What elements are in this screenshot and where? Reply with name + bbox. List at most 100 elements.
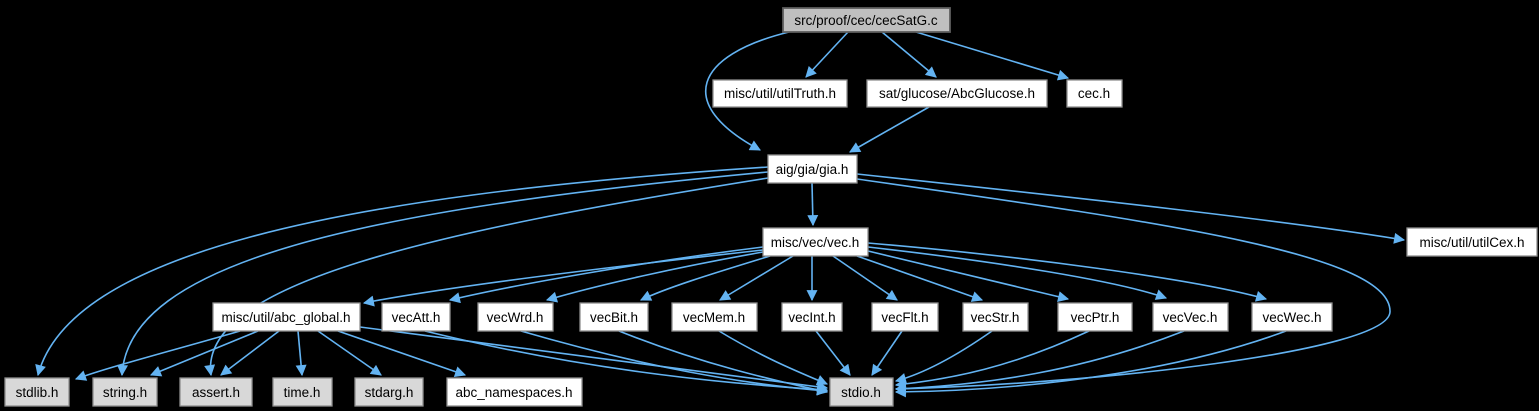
node-abcglobal[interactable]: misc/util/abc_global.h <box>212 302 361 332</box>
node-time-box <box>272 377 333 407</box>
node-vecwrd-label: vecWrd.h <box>487 310 544 325</box>
edge-vecflt-stdio <box>871 330 903 376</box>
node-cec[interactable]: cec.h <box>1066 79 1123 108</box>
node-vecwrd-box[interactable] <box>477 302 554 332</box>
edge-abcglobal-abcns <box>337 330 467 377</box>
node-vecatt[interactable]: vecAtt.h <box>381 302 451 332</box>
node-vecint[interactable]: vecInt.h <box>781 302 843 332</box>
node-stdio-box <box>829 377 894 407</box>
node-vecbit-box[interactable] <box>579 302 649 332</box>
node-vecbit[interactable]: vecBit.h <box>579 302 649 332</box>
edge-vec-vecatt <box>448 246 764 304</box>
node-vecwec[interactable]: vecWec.h <box>1251 302 1333 332</box>
edge-abcglobal-time <box>295 330 307 377</box>
node-stdarg-label: stdarg.h <box>365 385 414 400</box>
edge-abcglucose-gia <box>849 106 930 153</box>
edge-vec-vecvec <box>867 246 1168 300</box>
node-stdarg: stdarg.h <box>354 377 424 407</box>
node-abcglucose-label: sat/glucose/AbcGlucose.h <box>879 86 1035 101</box>
edge-gia-utilcex <box>856 173 1406 244</box>
node-utilcex-box[interactable] <box>1406 227 1538 257</box>
node-vecint-label: vecInt.h <box>788 310 835 325</box>
node-abcglobal-box[interactable] <box>212 302 361 332</box>
node-vecflt-label: vecFlt.h <box>881 310 928 325</box>
node-vec[interactable]: misc/vec/vec.h <box>762 227 869 257</box>
edge-abcglobal-stdarg <box>317 330 382 376</box>
node-cecsatg-box <box>782 7 951 33</box>
node-assert: assert.h <box>179 377 253 407</box>
node-vecwrd[interactable]: vecWrd.h <box>477 302 554 332</box>
node-cecsatg-label: src/proof/cec/cecSatG.c <box>794 13 938 28</box>
node-string-label: string.h <box>103 385 147 400</box>
node-stdarg-box <box>354 377 424 407</box>
edge-vecvec-stdio <box>894 330 1185 395</box>
node-vecmem-label: vecMem.h <box>683 310 745 325</box>
node-vecptr-box[interactable] <box>1057 302 1133 332</box>
node-vecflt-box[interactable] <box>871 302 939 332</box>
edge-vec-vecstr <box>856 255 984 302</box>
node-vecatt-label: vecAtt.h <box>392 310 441 325</box>
node-gia-box[interactable] <box>767 154 858 184</box>
edge-cecsatg-cec <box>915 31 1070 81</box>
node-vec-label: misc/vec/vec.h <box>771 235 860 250</box>
node-assert-label: assert.h <box>192 385 240 400</box>
node-vecvec[interactable]: vecVec.h <box>1152 302 1229 332</box>
node-vecstr-box[interactable] <box>962 302 1029 332</box>
edge-vecstr-stdio <box>894 330 993 384</box>
node-utiltruth-label: misc/util/utilTruth.h <box>724 86 836 101</box>
edge-abcglobal-string <box>149 330 259 377</box>
edge-vec-vecwrd <box>545 251 764 303</box>
node-abcglucose[interactable]: sat/glucose/AbcGlucose.h <box>866 79 1048 108</box>
node-utilcex-label: misc/util/utilCex.h <box>1419 235 1524 250</box>
edge-abcglobal-stdlib <box>74 330 241 381</box>
node-abcglucose-box[interactable] <box>866 79 1048 108</box>
edge-vecptr-stdio <box>894 330 1090 390</box>
node-utilcex[interactable]: misc/util/utilCex.h <box>1406 227 1538 257</box>
edge-layer <box>35 31 1406 398</box>
node-vecmem-box[interactable] <box>671 302 758 332</box>
edge-abcglobal-stdio <box>359 326 829 393</box>
node-time-label: time.h <box>284 385 321 400</box>
node-abcns[interactable]: abc_namespaces.h <box>446 377 583 407</box>
node-stdlib-box <box>4 377 70 407</box>
edge-abcglobal-assert <box>220 330 280 376</box>
node-utiltruth-box[interactable] <box>712 79 848 108</box>
edge-vec-abcglobal <box>362 249 764 307</box>
node-vec-box[interactable] <box>762 227 869 257</box>
edge-gia-string <box>117 171 769 377</box>
node-time: time.h <box>272 377 333 407</box>
node-stdlib-label: stdlib.h <box>16 385 59 400</box>
node-vecstr-label: vecStr.h <box>971 310 1020 325</box>
node-vecatt-box[interactable] <box>381 302 451 332</box>
node-vecptr[interactable]: vecPtr.h <box>1057 302 1133 332</box>
node-vecflt[interactable]: vecFlt.h <box>871 302 939 332</box>
edge-vecbit-stdio <box>618 330 829 396</box>
node-vecmem[interactable]: vecMem.h <box>671 302 758 332</box>
node-abcns-box[interactable] <box>446 377 583 407</box>
node-vecint-box[interactable] <box>781 302 843 332</box>
edge-vec-vecwec <box>867 242 1268 302</box>
node-utiltruth[interactable]: misc/util/utilTruth.h <box>712 79 848 108</box>
edge-vec-vecflt <box>832 255 898 301</box>
node-vecwec-box[interactable] <box>1251 302 1333 332</box>
node-cecsatg: src/proof/cec/cecSatG.c <box>782 7 951 33</box>
node-cec-label: cec.h <box>1078 86 1110 101</box>
node-cec-box[interactable] <box>1066 79 1123 108</box>
node-vecptr-label: vecPtr.h <box>1071 310 1120 325</box>
edge-vecwrd-stdio <box>520 330 829 396</box>
edge-vec-vecbit <box>640 255 771 301</box>
edge-cecsatg-abcglucose <box>881 31 937 78</box>
edge-cecsatg-gia <box>704 31 790 151</box>
node-vecwec-label: vecWec.h <box>1262 310 1321 325</box>
node-vecvec-label: vecVec.h <box>1163 310 1218 325</box>
node-assert-box <box>179 377 253 407</box>
node-gia[interactable]: aig/gia/gia.h <box>767 154 858 184</box>
node-vecstr[interactable]: vecStr.h <box>962 302 1029 332</box>
edge-vecwec-stdio <box>894 330 1287 398</box>
node-abcns-label: abc_namespaces.h <box>455 385 572 400</box>
node-vecvec-box[interactable] <box>1152 302 1229 332</box>
node-vecbit-label: vecBit.h <box>590 310 638 325</box>
edge-vecmem-stdio <box>718 330 829 386</box>
